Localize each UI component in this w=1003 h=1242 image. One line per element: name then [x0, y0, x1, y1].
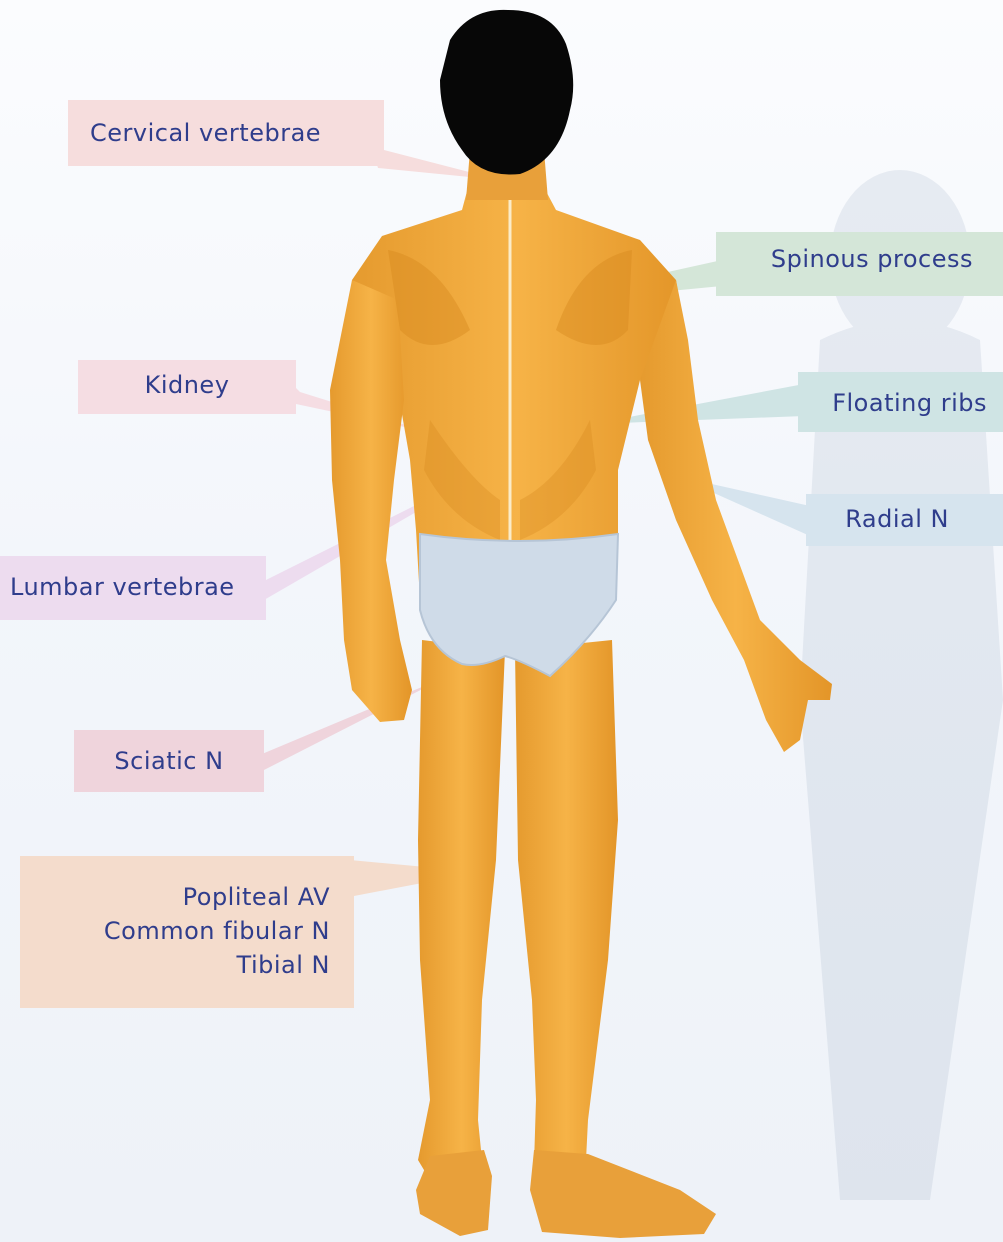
- label-popliteal-av-text: Popliteal AV: [20, 880, 330, 914]
- label-common-fibular-n-text: Common fibular N: [20, 914, 330, 948]
- left-arm: [330, 280, 412, 722]
- label-radial-n-text: Radial N: [806, 502, 949, 536]
- right-leg: [515, 640, 618, 1164]
- label-floating-ribs: Floating ribs: [798, 372, 1003, 432]
- label-sciatic-n: Sciatic N: [74, 730, 264, 792]
- head-hair: [440, 10, 573, 175]
- label-kidney-text: Kidney: [78, 368, 296, 402]
- label-sciatic-n-text: Sciatic N: [74, 744, 264, 778]
- label-floating-ribs-text: Floating ribs: [798, 386, 987, 420]
- label-radial-n: Radial N: [806, 494, 1003, 546]
- label-spinous-process-text: Spinous process: [716, 242, 973, 276]
- label-spinous-process: Spinous process: [716, 232, 1003, 296]
- label-tibial-n-text: Tibial N: [20, 948, 330, 982]
- label-cervical-vertebrae: Cervical vertebrae: [68, 100, 384, 166]
- label-kidney: Kidney: [78, 360, 296, 414]
- right-foot: [530, 1150, 716, 1238]
- left-foot: [416, 1150, 492, 1236]
- label-cervical-vertebrae-text: Cervical vertebrae: [90, 116, 384, 150]
- label-lumbar-vertebrae: Lumbar vertebrae: [0, 556, 266, 620]
- left-leg: [418, 640, 505, 1180]
- label-popliteal-group: Popliteal AV Common fibular N Tibial N: [20, 856, 354, 1008]
- body-figure: [330, 10, 832, 1238]
- label-lumbar-vertebrae-text: Lumbar vertebrae: [10, 570, 266, 604]
